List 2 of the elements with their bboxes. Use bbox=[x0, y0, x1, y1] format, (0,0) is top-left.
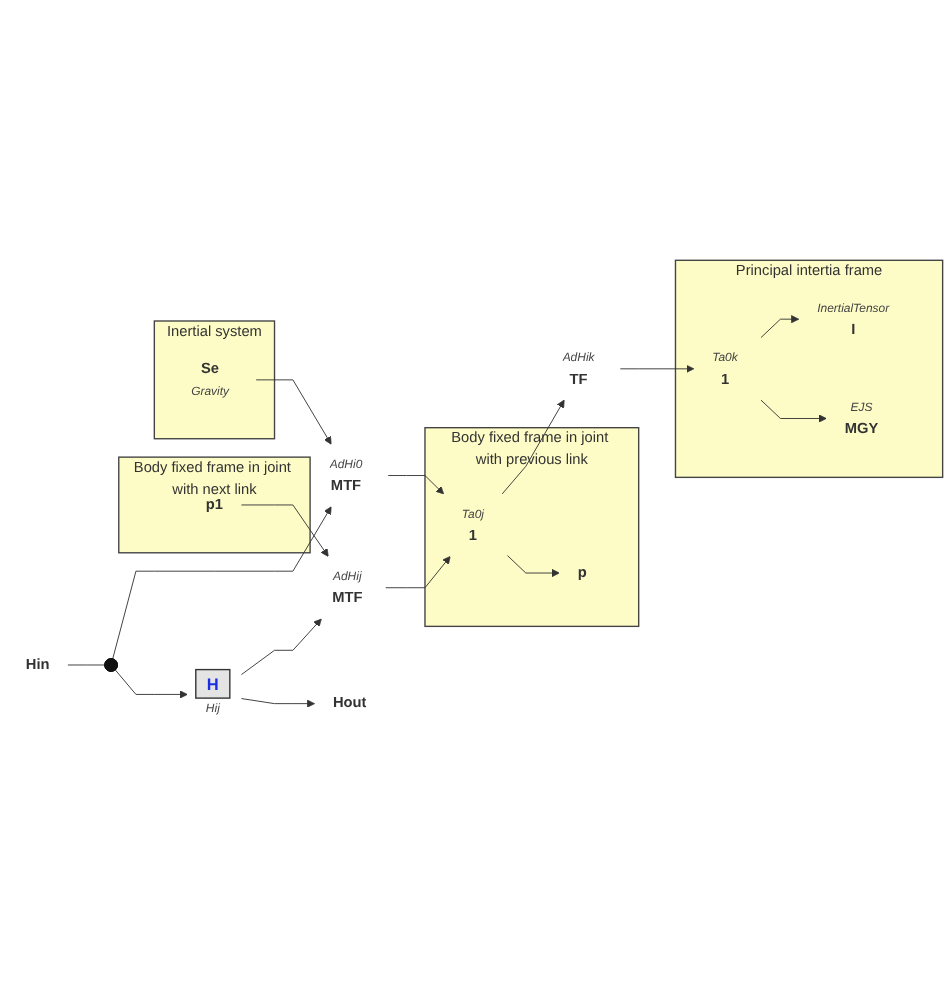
node-box: H bbox=[195, 668, 231, 699]
connector bbox=[67, 664, 106, 666]
